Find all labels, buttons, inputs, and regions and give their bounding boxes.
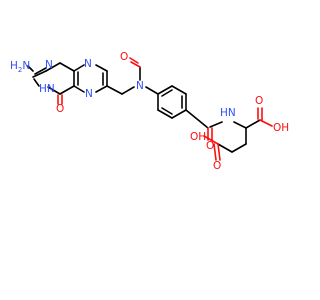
atom-label-acid2-oh: OH bbox=[190, 131, 206, 143]
atom-label-acid1-oh: OH bbox=[273, 122, 289, 134]
atom-label-amide-o: O bbox=[206, 140, 214, 152]
bond bbox=[121, 86, 135, 95]
bond bbox=[59, 85, 75, 95]
bond bbox=[106, 85, 123, 95]
bond bbox=[171, 109, 187, 119]
molecule-canvas: H2N HN N N N O O N O HN O OH O OH bbox=[10, 51, 289, 172]
bond bbox=[95, 85, 108, 93]
bond bbox=[171, 85, 187, 95]
atom-label-amide-nh: HN bbox=[220, 107, 236, 119]
bond bbox=[161, 89, 173, 97]
bond bbox=[185, 109, 209, 129]
bond bbox=[95, 64, 108, 72]
atom-label-n1: N bbox=[45, 59, 53, 71]
atom-label-keto-o: O bbox=[56, 103, 64, 115]
bond bbox=[217, 143, 233, 153]
bond bbox=[145, 86, 159, 95]
atom-label-acid1-o: O bbox=[255, 95, 263, 107]
bond bbox=[231, 143, 247, 153]
bond bbox=[209, 121, 223, 128]
bond bbox=[233, 121, 247, 129]
bond bbox=[161, 107, 173, 115]
atom-layer: H2N HN N N N O O N O HN O OH O OH bbox=[10, 51, 289, 172]
bond bbox=[213, 143, 217, 161]
bond bbox=[245, 119, 261, 129]
atom-label-acid2-o: O bbox=[213, 160, 221, 172]
atom-label-nh: HN bbox=[39, 83, 55, 95]
bond bbox=[217, 143, 221, 161]
atom-label-n5: N bbox=[85, 88, 93, 100]
atom-label-h2: H2N bbox=[10, 60, 30, 74]
bond bbox=[129, 57, 139, 64]
structure-drawing: H2N HN N N N O O N O HN O OH O OH bbox=[10, 51, 289, 172]
atom-label-formyl-o: O bbox=[120, 51, 128, 63]
atom-label-tertiary-n: N bbox=[136, 80, 144, 92]
bond bbox=[59, 62, 75, 72]
bond bbox=[45, 62, 61, 72]
bond bbox=[130, 61, 141, 68]
bond bbox=[73, 64, 85, 72]
atom-label-n8: N bbox=[84, 58, 92, 70]
bond bbox=[73, 85, 85, 93]
bond-layer bbox=[27, 57, 273, 161]
bond bbox=[34, 67, 47, 75]
bond bbox=[27, 65, 34, 72]
bond bbox=[32, 70, 47, 78]
bond bbox=[157, 85, 173, 95]
bond bbox=[259, 119, 273, 127]
bond bbox=[47, 86, 61, 95]
bond bbox=[203, 135, 219, 145]
bond bbox=[157, 109, 173, 119]
bond bbox=[33, 78, 40, 87]
